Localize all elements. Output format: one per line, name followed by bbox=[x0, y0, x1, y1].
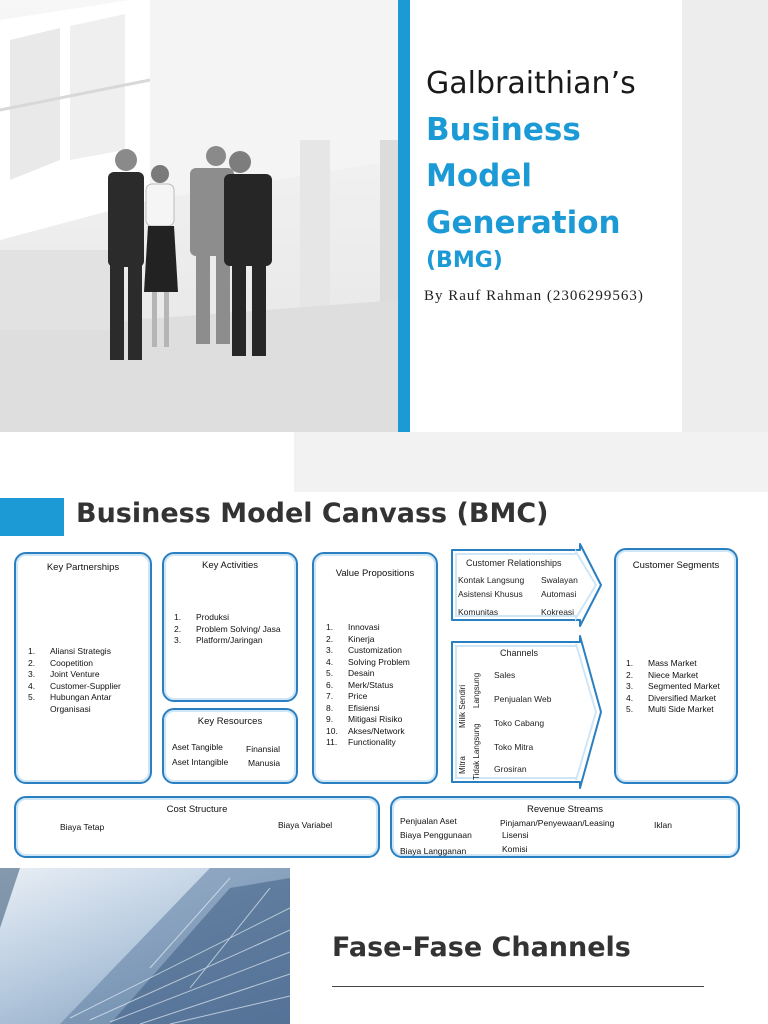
cr-item: Automasi bbox=[541, 589, 576, 599]
author-line: By Rauf Rahman (2306299563) bbox=[424, 288, 644, 305]
revenue-streams-box: Revenue Streams Penjualan Aset Biaya Pen… bbox=[390, 796, 740, 858]
list-item: 9.Mitigasi Risiko bbox=[326, 714, 438, 726]
cr-item: Kontak Langsung bbox=[458, 575, 524, 585]
key-resource-item: Aset Intangible bbox=[172, 757, 228, 767]
list-item: 8.Efisiensi bbox=[326, 703, 438, 715]
title-line-3: Model bbox=[426, 158, 532, 194]
list-item: 4.Customer-Supplier bbox=[28, 681, 148, 693]
cost-structure-title: Cost Structure bbox=[16, 804, 378, 815]
list-item: 4.Diversified Market bbox=[626, 693, 738, 705]
cost-structure-box: Cost Structure Biaya Tetap Biaya Variabe… bbox=[14, 796, 380, 858]
title-abbrev: (BMG) bbox=[426, 248, 503, 273]
channel-item: Penjualan Web bbox=[494, 694, 552, 704]
title-underline bbox=[332, 986, 704, 987]
list-item: 2.Coopetition bbox=[28, 658, 148, 670]
building-photo bbox=[0, 868, 290, 1024]
title-line-2: Business bbox=[426, 112, 581, 148]
cr-item: Kokreasi bbox=[541, 607, 574, 617]
key-partnerships-title: Key Partnerships bbox=[16, 562, 150, 573]
channels-slide: Fase-Fase Channels bbox=[0, 868, 768, 1024]
key-partnerships-list: 1.Aliansi Strategis 2.Coopetition 3.Join… bbox=[28, 646, 148, 715]
channel-item: Toko Cabang bbox=[494, 718, 544, 728]
skyscraper-image bbox=[0, 868, 290, 1024]
list-item: 5.Desain bbox=[326, 668, 438, 680]
list-item: 5.Hubungan Antar Organisasi bbox=[28, 692, 148, 715]
fase-title: Fase-Fase Channels bbox=[332, 932, 631, 963]
list-item: 1.Mass Market bbox=[626, 658, 738, 670]
customer-segments-title: Customer Segments bbox=[616, 560, 736, 571]
revenue-item: Iklan bbox=[654, 820, 672, 830]
channel-item: Toko Mitra bbox=[494, 742, 533, 752]
channels-title: Channels bbox=[500, 648, 538, 658]
cr-item: Asistensi Khusus bbox=[458, 589, 523, 599]
list-item: 5.Multi Side Market bbox=[626, 704, 738, 716]
list-item: 1.Innovasi bbox=[326, 622, 438, 634]
revenue-item: Pinjaman/Penyewaan/Leasing bbox=[500, 818, 614, 828]
business-people-image bbox=[0, 0, 398, 432]
list-item: 3.Customization bbox=[326, 645, 438, 657]
bmc-slide: Business Model Canvass (BMC) Key Partner… bbox=[0, 432, 768, 868]
accent-bar bbox=[0, 498, 64, 536]
title-line-1: Galbraithian’s bbox=[426, 66, 636, 101]
channel-vertical-label: Mitra bbox=[458, 756, 467, 774]
channels-box: Channels Milik Sendiri Langsung Mitra Ti… bbox=[448, 634, 604, 790]
key-activities-list: 1.Produksi 2.Problem Solving/ Jasa 3.Pla… bbox=[174, 612, 298, 647]
revenue-item: Komisi bbox=[502, 844, 528, 854]
list-item: 3.Segmented Market bbox=[626, 681, 738, 693]
list-item: 3.Joint Venture bbox=[28, 669, 148, 681]
key-resources-box: Key Resources Aset Tangible Aset Intangi… bbox=[162, 708, 298, 784]
list-item: 3.Platform/Jaringan bbox=[174, 635, 298, 647]
list-item: 2.Problem Solving/ Jasa bbox=[174, 624, 298, 636]
cr-item: Komunitas bbox=[458, 607, 498, 617]
list-item: 2.Kinerja bbox=[326, 634, 438, 646]
key-activities-box: Key Activities 1.Produksi 2.Problem Solv… bbox=[162, 552, 298, 702]
list-item: 2.Niece Market bbox=[626, 670, 738, 682]
value-propositions-list: 1.Innovasi 2.Kinerja 3.Customization 4.S… bbox=[326, 622, 438, 749]
key-resource-item: Finansial bbox=[246, 744, 280, 754]
customer-relationships-title: Customer Relationships bbox=[466, 558, 562, 568]
customer-relationships-box: Customer Relationships Kontak Langsung A… bbox=[448, 542, 604, 628]
office-photo bbox=[0, 0, 398, 432]
key-activities-title: Key Activities bbox=[164, 560, 296, 571]
list-item: 6.Merk/Status bbox=[326, 680, 438, 692]
revenue-item: Lisensi bbox=[502, 830, 528, 840]
header-shade bbox=[294, 432, 768, 492]
list-item: 4.Solving Problem bbox=[326, 657, 438, 669]
channel-vertical-label: Milik Sendiri bbox=[458, 685, 467, 728]
list-item: 1.Produksi bbox=[174, 612, 298, 624]
list-item: 7.Price bbox=[326, 691, 438, 703]
channel-vertical-label: Langsung bbox=[472, 673, 481, 708]
customer-segments-list: 1.Mass Market 2.Niece Market 3.Segmented… bbox=[626, 658, 738, 716]
accent-divider bbox=[398, 0, 410, 432]
title-panel: Galbraithian’s Business Model Generation… bbox=[410, 0, 682, 432]
channel-item: Sales bbox=[494, 670, 515, 680]
value-propositions-box: Value Propositions 1.Innovasi 2.Kinerja … bbox=[312, 552, 438, 784]
key-resources-title: Key Resources bbox=[164, 716, 296, 727]
channel-vertical-label: Tidak Langsung bbox=[472, 723, 481, 780]
key-resource-item: Manusia bbox=[248, 758, 280, 768]
list-item: 1.Aliansi Strategis bbox=[28, 646, 148, 658]
key-resource-item: Aset Tangible bbox=[172, 742, 223, 752]
cost-item: Biaya Tetap bbox=[60, 822, 104, 832]
right-strip bbox=[682, 0, 768, 432]
revenue-item: Penjualan Aset bbox=[400, 816, 457, 826]
channel-item: Grosiran bbox=[494, 764, 527, 774]
list-item: 10.Akses/Network bbox=[326, 726, 438, 738]
bmc-title: Business Model Canvass (BMC) bbox=[76, 498, 548, 529]
key-partnerships-box: Key Partnerships 1.Aliansi Strategis 2.C… bbox=[14, 552, 152, 784]
cost-item: Biaya Variabel bbox=[278, 820, 332, 830]
title-slide: Galbraithian’s Business Model Generation… bbox=[0, 0, 768, 432]
revenue-streams-title: Revenue Streams bbox=[392, 804, 738, 815]
customer-segments-box: Customer Segments 1.Mass Market 2.Niece … bbox=[614, 548, 738, 784]
revenue-item: Biaya Penggunaan bbox=[400, 830, 472, 840]
title-line-4: Generation bbox=[426, 205, 621, 241]
revenue-item: Biaya Langganan bbox=[400, 846, 466, 856]
cr-item: Swalayan bbox=[541, 575, 578, 585]
value-propositions-title: Value Propositions bbox=[314, 568, 436, 579]
list-item: 11.Functionality bbox=[326, 737, 438, 749]
